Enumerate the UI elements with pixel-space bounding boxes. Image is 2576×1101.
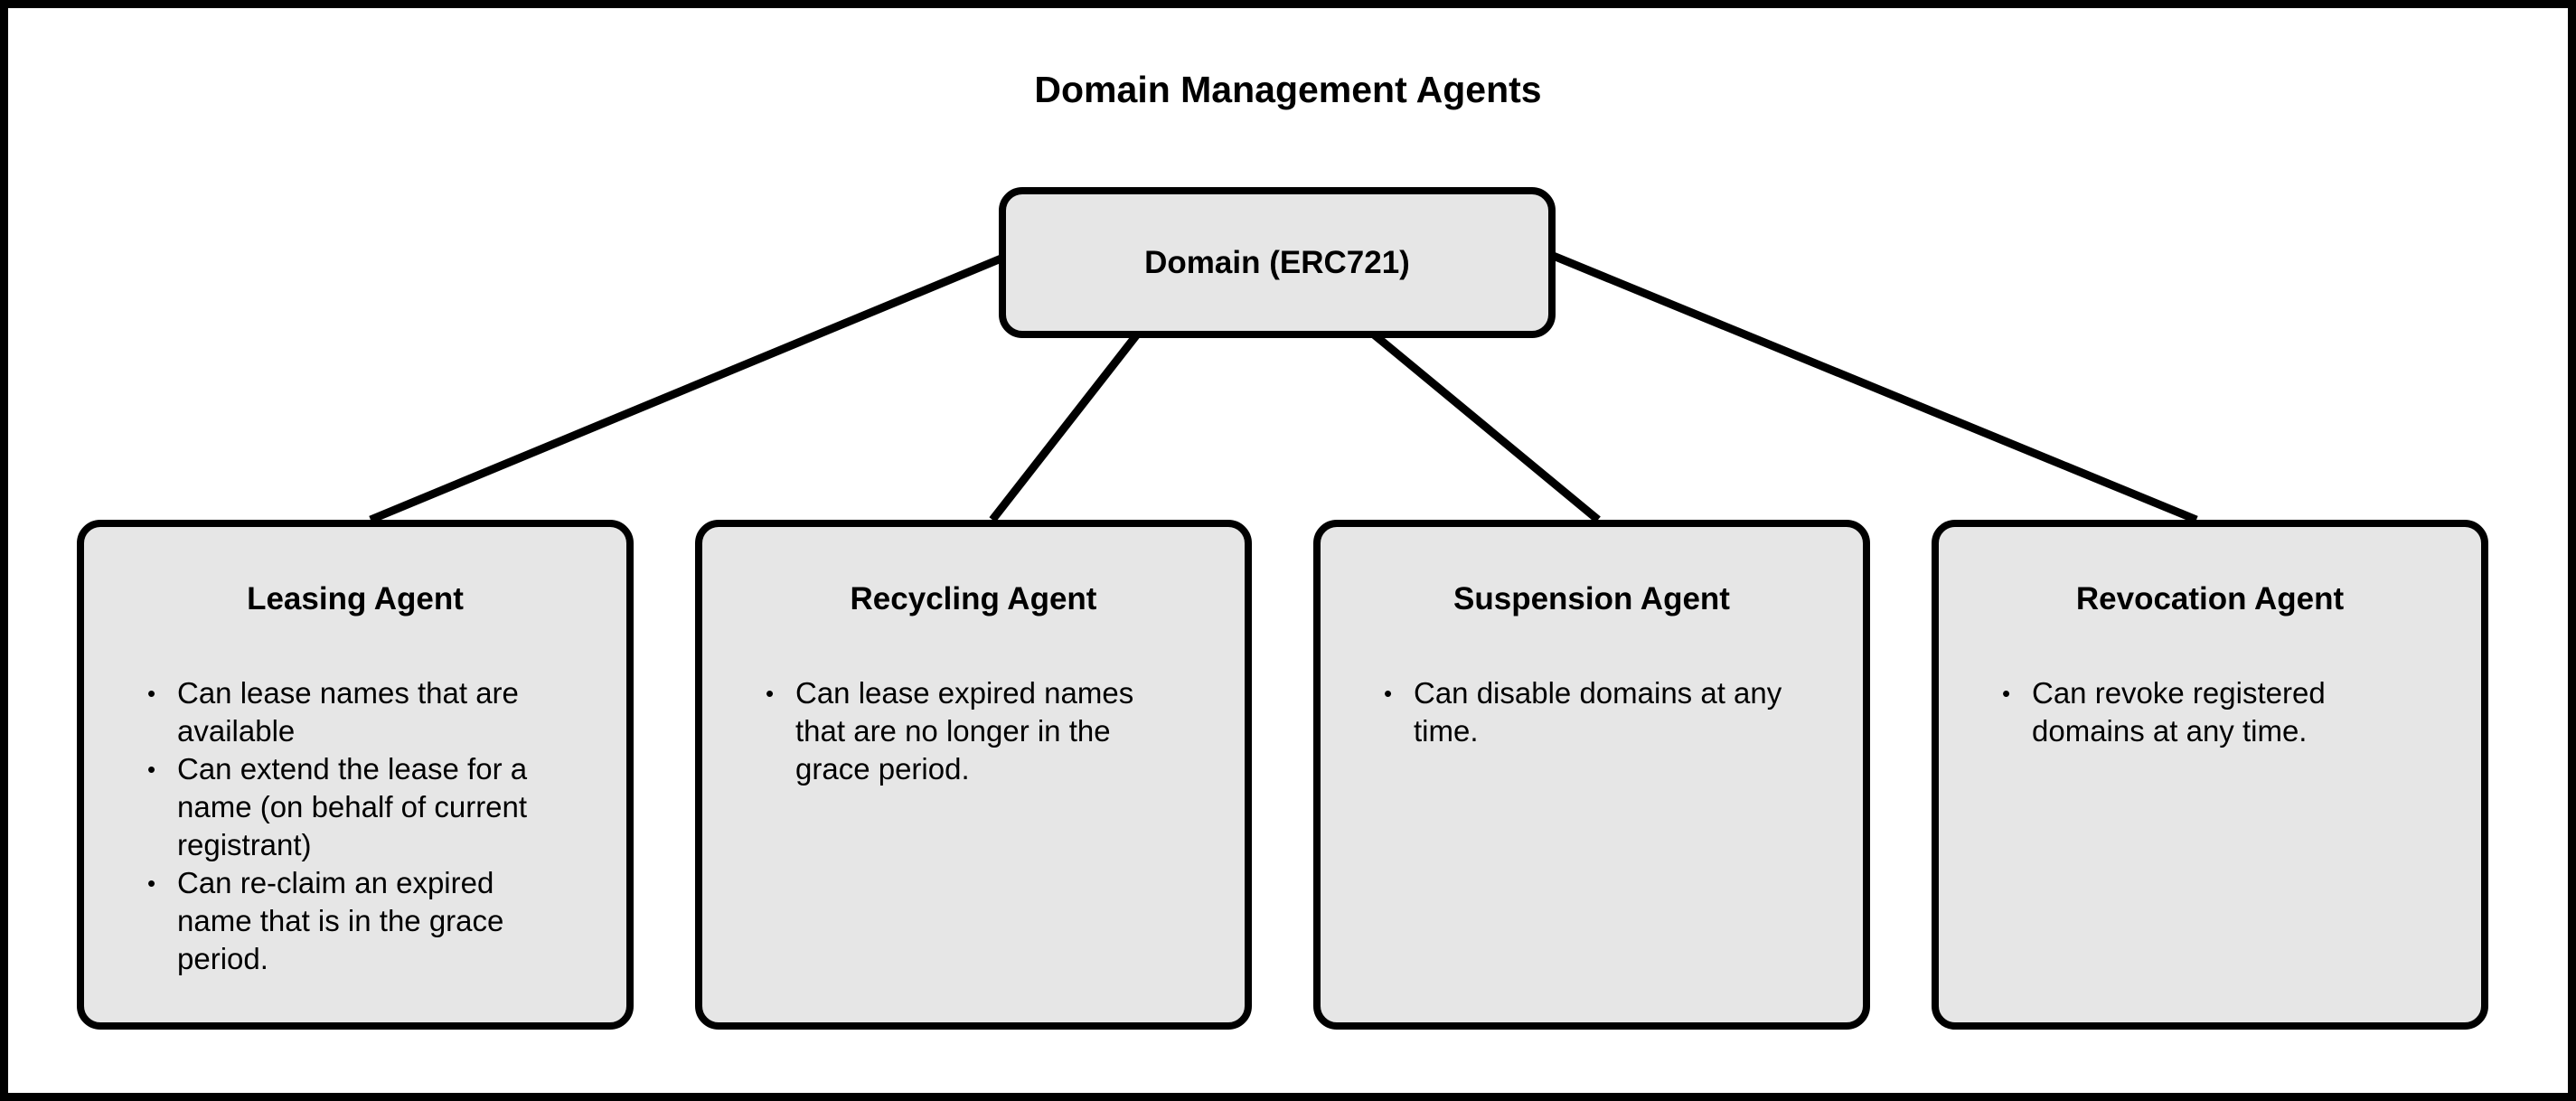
- diagram-title: Domain Management Agents: [1034, 69, 1542, 110]
- revocation-agent-box: Revocation Agent Can revoke registered d…: [1932, 520, 2488, 1030]
- agent-title: Revocation Agent: [2075, 581, 2345, 616]
- agent-bullet: Can re-claim an expired name that is in …: [147, 864, 572, 978]
- recycling-agent-box: Recycling Agent Can lease expired names …: [695, 520, 1252, 1030]
- connector-leasing: [369, 253, 1005, 524]
- agent-bullet: Can disable domains at any time.: [1384, 674, 1809, 750]
- agent-title: Leasing Agent: [247, 581, 464, 616]
- leasing-agent-box: Leasing Agent Can lease names that are a…: [77, 520, 634, 1030]
- connector-suspension: [1371, 331, 1601, 523]
- agent-bullet-list: Can lease expired names that are no long…: [766, 674, 1190, 788]
- domain-root-node: Domain (ERC721): [999, 187, 1556, 338]
- agent-bullet-list: Can disable domains at any time.: [1384, 674, 1809, 750]
- agent-bullet: Can extend the lease for a name (on beha…: [147, 750, 572, 864]
- agent-title: Recycling Agent: [850, 581, 1097, 616]
- agent-bullet-list: Can lease names that are available Can e…: [147, 674, 572, 978]
- agent-bullet-list: Can revoke registered domains at any tim…: [2002, 674, 2427, 750]
- agent-bullet: Can lease expired names that are no long…: [766, 674, 1190, 788]
- suspension-agent-box: Suspension Agent Can disable domains at …: [1313, 520, 1870, 1030]
- agent-bullet: Can revoke registered domains at any tim…: [2002, 674, 2427, 750]
- agent-bullet: Can lease names that are available: [147, 674, 572, 750]
- agent-title: Suspension Agent: [1453, 581, 1730, 616]
- connector-revocation: [1549, 250, 2198, 524]
- domain-root-label: Domain (ERC721): [1144, 244, 1410, 280]
- connector-recycling: [989, 332, 1141, 522]
